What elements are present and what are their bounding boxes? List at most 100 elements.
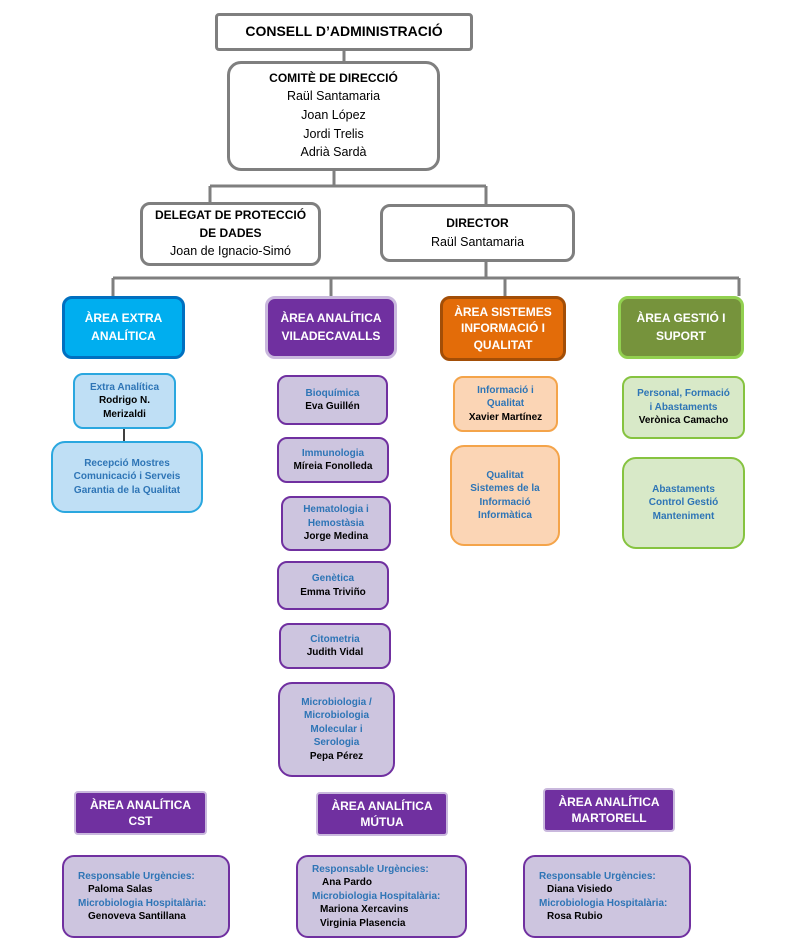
director-title: DIRECTOR	[446, 215, 509, 230]
unit-person: Emma Triviño	[300, 586, 366, 598]
microbiology-person: Virginia Plasencia	[320, 917, 406, 929]
unit-label: Comunicació i Serveis	[73, 471, 181, 483]
area-title: ÀREA EXTRA	[84, 311, 163, 326]
unit-label: Extra Analítica	[89, 381, 160, 393]
urgencies-person: Ana Pardo	[322, 877, 373, 889]
site-mutua-details: Responsable Urgències: Ana Pardo Microbi…	[296, 855, 467, 938]
site-title: ÀREA ANALÍTICA	[331, 798, 433, 813]
unit-microbiologia: Microbiologia / Microbiologia Molecular …	[278, 682, 395, 777]
unit-citometria: Citometria Judith Vidal	[279, 623, 391, 669]
unit-label: Microbiologia /	[301, 696, 372, 708]
microbiology-label: Microbiologia Hospitalària:	[312, 890, 441, 902]
dpo-title: DELEGAT DE PROTECCIÓ	[154, 208, 307, 223]
unit-label: Citometria	[310, 633, 360, 645]
site-mutua-header: ÀREA ANALÍTICA MÚTUA	[316, 792, 448, 836]
dpo-box: DELEGAT DE PROTECCIÓ DE DADES Joan de Ig…	[140, 202, 321, 266]
unit-label: Qualitat	[486, 398, 525, 410]
site-martorell-header: ÀREA ANALÍTICA MARTORELL	[543, 788, 675, 832]
unit-label: i Abastaments	[649, 401, 718, 413]
microbiology-person: Mariona Xercavins	[320, 904, 409, 916]
urgencies-label: Responsable Urgències:	[539, 870, 656, 882]
unit-label: Informàtica	[478, 510, 532, 521]
urgencies-label: Responsable Urgències:	[78, 870, 195, 882]
unit-hematologia: Hematologia i Hemostàsia Jorge Medina	[281, 496, 391, 551]
unit-person: Merizaldi	[103, 408, 146, 420]
director-box: DIRECTOR Raül Santamaria	[380, 204, 575, 262]
unit-recepcio-mostres: Recepció Mostres Comunicació i Serveis G…	[51, 441, 203, 513]
area-title: ÀREA SISTEMES	[454, 305, 552, 320]
site-cst-header: ÀREA ANALÍTICA CST	[74, 791, 207, 835]
unit-person: Eva Guillén	[305, 401, 360, 412]
unit-bioquimica: Bioquímica Eva Guillén	[277, 375, 388, 425]
unit-abastaments: Abastaments Control Gestió Manteniment	[622, 457, 745, 549]
unit-person: Judith Vidal	[306, 647, 364, 658]
committee-box: COMITÈ DE DIRECCIÓ Raül Santamaria Joan …	[227, 61, 440, 171]
microbiology-label: Microbiologia Hospitalària:	[539, 897, 668, 909]
area-title: ÀREA ANALÍTICA	[280, 311, 382, 326]
committee-member: Jordi Trelis	[303, 126, 364, 141]
site-cst-details: Responsable Urgències: Paloma Salas Micr…	[62, 855, 230, 938]
unit-label: Manteniment	[652, 510, 715, 522]
site-title: CST	[128, 814, 153, 828]
unit-label: Molecular i	[310, 723, 363, 735]
area-sistemes-informacio: ÀREA SISTEMES INFORMACIÓ I QUALITAT	[440, 296, 566, 361]
unit-label: Serologia	[313, 737, 360, 749]
unit-personal-formacio: Personal, Formació i Abastaments Verònic…	[622, 376, 745, 439]
site-title: ÀREA ANALÍTICA	[89, 797, 192, 812]
unit-label: Microbiologia	[304, 710, 369, 722]
dpo-name: Joan de Ignacio-Simó	[170, 244, 291, 259]
unit-immunologia: Immunologia Míreia Fonolleda	[277, 437, 389, 483]
area-title: ÀREA GESTIÓ I	[636, 311, 726, 326]
microbiology-person: Rosa Rubio	[547, 911, 603, 922]
unit-genetica: Genètica Emma Triviño	[277, 561, 389, 610]
site-title: MARTORELL	[571, 811, 647, 825]
board-box: CONSELL D’ADMINISTRACIÓ	[215, 13, 473, 51]
unit-label: Control Gestió	[648, 497, 719, 509]
unit-person: Xavier Martínez	[468, 411, 543, 423]
area-title: SUPORT	[655, 328, 706, 343]
unit-extra-analitica: Extra Analítica Rodrigo N. Merizaldi	[73, 373, 176, 429]
unit-person: Pepa Pérez	[309, 750, 364, 762]
area-title: ANALÍTICA	[91, 328, 156, 343]
area-viladecavalls: ÀREA ANALÍTICA VILADECAVALLS	[265, 296, 397, 359]
unit-person: Verònica Camacho	[638, 415, 729, 427]
unit-person: Rodrigo N.	[98, 395, 151, 407]
dpo-title: DE DADES	[199, 226, 262, 241]
unit-label: Hemostàsia	[307, 517, 365, 529]
area-title: INFORMACIÓ I	[461, 321, 545, 336]
committee-title: COMITÈ DE DIRECCIÓ	[269, 71, 398, 86]
microbiology-label: Microbiologia Hospitalària:	[78, 897, 207, 909]
unit-label: Informació i	[477, 384, 534, 396]
unit-label: Qualitat	[486, 469, 524, 481]
unit-qualitat-sistemes: Qualitat Sistemes de la Informació Infor…	[450, 445, 560, 546]
urgencies-label: Responsable Urgències:	[312, 863, 429, 875]
committee-member: Joan López	[301, 107, 366, 122]
unit-person: Jorge Medina	[303, 531, 369, 543]
director-name: Raül Santamaria	[430, 234, 525, 249]
microbiology-person: Genoveva Santillana	[88, 911, 186, 922]
urgencies-person: Paloma Salas	[88, 884, 153, 895]
site-title: ÀREA ANALÍTICA	[558, 794, 660, 809]
committee-member: Adrià Sardà	[300, 145, 367, 160]
site-martorell-details: Responsable Urgències: Diana Visiedo Mic…	[523, 855, 691, 938]
unit-label: Personal, Formació	[637, 388, 730, 400]
board-title: CONSELL D’ADMINISTRACIÓ	[245, 23, 443, 40]
unit-label: Bioquímica	[305, 387, 360, 399]
area-title: VILADECAVALLS	[281, 328, 381, 343]
unit-label: Garantia de la Qualitat	[73, 484, 181, 496]
unit-label: Abastaments	[652, 483, 715, 495]
unit-label: Genètica	[311, 573, 355, 584]
area-extra-analitica: ÀREA EXTRA ANALÍTICA	[62, 296, 185, 359]
area-title: QUALITAT	[473, 337, 533, 352]
unit-person: Míreia Fonolleda	[293, 461, 373, 472]
unit-informacio-qualitat: Informació i Qualitat Xavier Martínez	[453, 376, 558, 432]
unit-label: Recepció Mostres	[84, 457, 170, 469]
unit-label: Sistemes de la	[470, 483, 540, 494]
urgencies-person: Diana Visiedo	[547, 884, 613, 895]
unit-label: Immunologia	[301, 447, 365, 459]
unit-label: Hematologia i	[303, 504, 369, 516]
committee-member: Raül Santamaria	[286, 89, 381, 104]
site-title: MÚTUA	[360, 815, 404, 829]
area-gestio-suport: ÀREA GESTIÓ I SUPORT	[618, 296, 744, 359]
